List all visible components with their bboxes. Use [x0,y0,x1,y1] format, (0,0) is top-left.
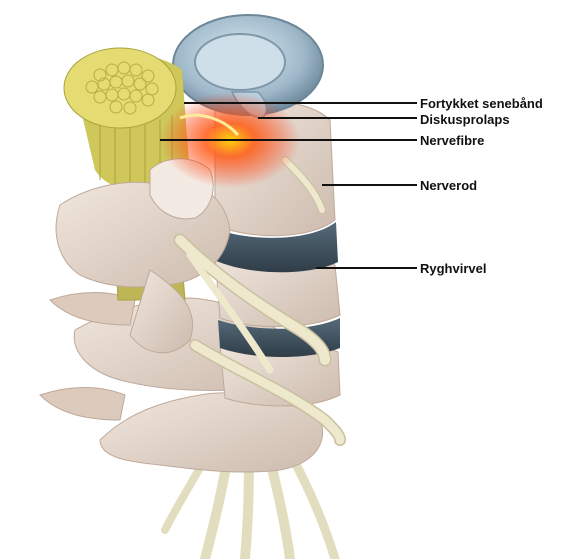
label-fortykket-seneband: Fortykket senebånd [420,96,543,111]
label-diskusprolaps: Diskusprolaps [420,112,510,127]
label-nerverod: Nerverod [420,178,477,193]
label-nervefibre: Nervefibre [420,133,484,148]
labels: Fortykket senebånd Diskusprolaps Nervefi… [420,96,543,276]
label-ryghvirvel: Ryghvirvel [420,261,486,276]
